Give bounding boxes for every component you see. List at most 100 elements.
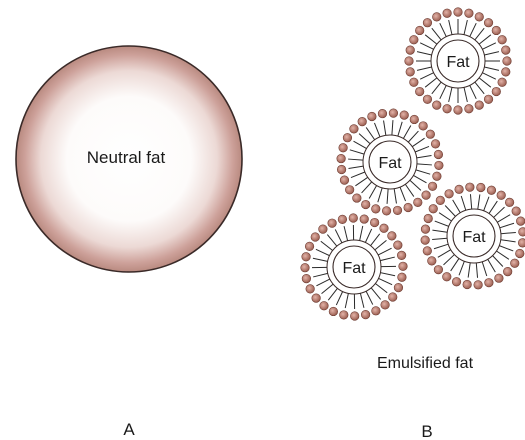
micelle: Fat bbox=[421, 183, 525, 289]
lipid-head bbox=[353, 194, 362, 203]
lipid-head bbox=[474, 281, 483, 290]
lipid-head bbox=[428, 182, 437, 191]
lipid-head bbox=[415, 26, 424, 35]
lipid-head bbox=[426, 130, 435, 139]
lipid-head bbox=[516, 217, 525, 226]
lipid-head bbox=[397, 251, 406, 260]
lipid-head bbox=[421, 225, 430, 234]
lipid-head bbox=[404, 203, 413, 212]
micelle-group: FatFatFatFat bbox=[301, 8, 525, 321]
fat-core-label: Fat bbox=[462, 229, 486, 246]
lipid-head bbox=[512, 207, 521, 216]
lipid-head bbox=[372, 307, 381, 316]
lipid-head bbox=[455, 185, 464, 194]
lipid-head bbox=[406, 68, 415, 77]
lipid-head bbox=[432, 13, 441, 22]
lipid-head bbox=[501, 46, 510, 55]
panel-a: Neutral fat A bbox=[16, 46, 242, 439]
lipid-head bbox=[388, 293, 397, 302]
lipid-head bbox=[311, 233, 320, 242]
lipid-head bbox=[305, 242, 314, 251]
lipid-head bbox=[498, 78, 507, 87]
lipid-head bbox=[463, 280, 472, 289]
lipid-head bbox=[503, 57, 512, 66]
lipid-head bbox=[443, 9, 452, 18]
lipid-head bbox=[345, 185, 354, 194]
lipid-head bbox=[340, 176, 349, 185]
lipid-head bbox=[433, 172, 442, 181]
lipid-head bbox=[429, 204, 438, 213]
lipid-head bbox=[423, 95, 432, 104]
lipid-head bbox=[398, 273, 407, 282]
lipid-head bbox=[431, 140, 440, 149]
lipid-head bbox=[501, 68, 510, 77]
lipid-head bbox=[434, 265, 443, 274]
lipid-head bbox=[423, 247, 432, 256]
lipid-head bbox=[338, 215, 347, 224]
lipid-head bbox=[399, 262, 408, 271]
fat-core-label: Fat bbox=[378, 155, 402, 172]
lipid-head bbox=[503, 267, 512, 276]
lipid-head bbox=[475, 13, 484, 22]
lipid-head bbox=[413, 198, 422, 207]
lipid-head bbox=[381, 301, 390, 310]
lipid-head bbox=[329, 307, 338, 316]
lipid-head bbox=[498, 35, 507, 44]
fat-core-label: Fat bbox=[342, 260, 366, 277]
lipid-head bbox=[301, 263, 310, 272]
lipid-head bbox=[394, 241, 403, 250]
lipid-head bbox=[484, 18, 493, 27]
lipid-head bbox=[410, 35, 419, 44]
lipid-head bbox=[415, 87, 424, 96]
lipid-head bbox=[394, 283, 403, 292]
lipid-head bbox=[370, 218, 379, 227]
lipid-head bbox=[465, 104, 474, 113]
lipid-head bbox=[422, 191, 431, 200]
lipid-head bbox=[306, 285, 315, 294]
lipid-head bbox=[380, 224, 389, 233]
neutral-fat-label: Neutral fat bbox=[87, 148, 166, 167]
lipid-head bbox=[406, 46, 415, 55]
lipid-head bbox=[393, 206, 402, 215]
lipid-head bbox=[465, 9, 474, 18]
lipid-head bbox=[435, 161, 444, 170]
lipid-head bbox=[428, 257, 437, 266]
panel-b-caption: B bbox=[421, 422, 432, 440]
lipid-head bbox=[434, 150, 443, 159]
lipid-head bbox=[445, 190, 454, 199]
lipid-head bbox=[475, 101, 484, 110]
lipid-head bbox=[337, 154, 346, 163]
lipid-head bbox=[368, 112, 377, 121]
lipid-head bbox=[518, 239, 525, 248]
lipid-head bbox=[350, 125, 359, 134]
lipid-head bbox=[350, 312, 359, 321]
lipid-head bbox=[361, 310, 370, 319]
micelle: Fat bbox=[301, 214, 408, 321]
lipid-head bbox=[436, 196, 445, 205]
lipid-head bbox=[388, 232, 397, 241]
lipid-head bbox=[328, 219, 337, 228]
lipid-head bbox=[410, 115, 419, 124]
lipid-head bbox=[423, 18, 432, 27]
lipid-head bbox=[339, 143, 348, 152]
lipid-head bbox=[443, 104, 452, 113]
lipid-head bbox=[485, 278, 494, 287]
lipid-head bbox=[487, 186, 496, 195]
lipid-head bbox=[492, 26, 501, 35]
lipid-head bbox=[515, 249, 524, 258]
lipid-head bbox=[424, 214, 433, 223]
lipid-head bbox=[477, 183, 486, 192]
lipid-head bbox=[432, 101, 441, 110]
lipid-head bbox=[497, 191, 506, 200]
lipid-head bbox=[339, 311, 348, 320]
lipid-head bbox=[343, 133, 352, 142]
lipid-head bbox=[337, 165, 346, 174]
lipid-head bbox=[360, 215, 369, 224]
lipid-head bbox=[302, 274, 311, 283]
lipid-head bbox=[454, 106, 463, 115]
lipid-head bbox=[492, 87, 501, 96]
lipid-head bbox=[405, 57, 414, 66]
lipid-head bbox=[505, 198, 514, 207]
